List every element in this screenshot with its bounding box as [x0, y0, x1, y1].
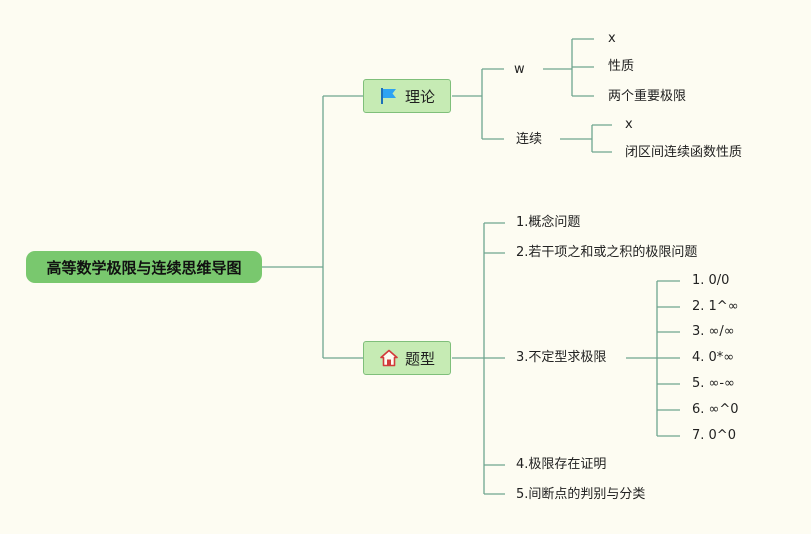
- branch-theory[interactable]: 理论: [363, 79, 451, 113]
- question-type-2[interactable]: 2.若干项之和或之积的极限问题: [516, 245, 698, 260]
- indeterminate-form-7[interactable]: 7. 0^0: [692, 428, 736, 443]
- question-type-5[interactable]: 5.间断点的判别与分类: [516, 487, 646, 502]
- subtopic-properties[interactable]: 性质: [608, 59, 635, 74]
- question-type-4[interactable]: 4.极限存在证明: [516, 457, 607, 472]
- branch-question-types-label: 题型: [404, 349, 435, 368]
- indeterminate-form-5[interactable]: 5. ∞-∞: [692, 376, 735, 391]
- indeterminate-form-3[interactable]: 3. ∞/∞: [692, 324, 735, 339]
- subtopic-x-1[interactable]: x: [608, 31, 616, 46]
- indeterminate-form-2[interactable]: 2. 1^∞: [692, 299, 739, 314]
- subtopic-closed-interval[interactable]: 闭区间连续函数性质: [625, 145, 743, 160]
- subtopic-x-2[interactable]: x: [625, 117, 633, 132]
- subtopic-two-limits[interactable]: 两个重要极限: [608, 89, 687, 104]
- indeterminate-form-4[interactable]: 4. 0*∞: [692, 350, 735, 365]
- house-icon: [379, 348, 399, 368]
- topic-continuity[interactable]: 连续: [516, 132, 543, 147]
- root-node[interactable]: 高等数学极限与连续思维导图: [26, 251, 262, 283]
- root-label: 高等数学极限与连续思维导图: [46, 258, 242, 277]
- topic-w[interactable]: w: [514, 62, 525, 77]
- question-type-3[interactable]: 3.不定型求极限: [516, 350, 607, 365]
- question-type-1[interactable]: 1.概念问题: [516, 215, 581, 230]
- flag-icon: [379, 86, 399, 106]
- branch-question-types[interactable]: 题型: [363, 341, 451, 375]
- indeterminate-form-6[interactable]: 6. ∞^0: [692, 402, 739, 417]
- indeterminate-form-1[interactable]: 1. 0/0: [692, 273, 730, 288]
- branch-theory-label: 理论: [404, 87, 435, 106]
